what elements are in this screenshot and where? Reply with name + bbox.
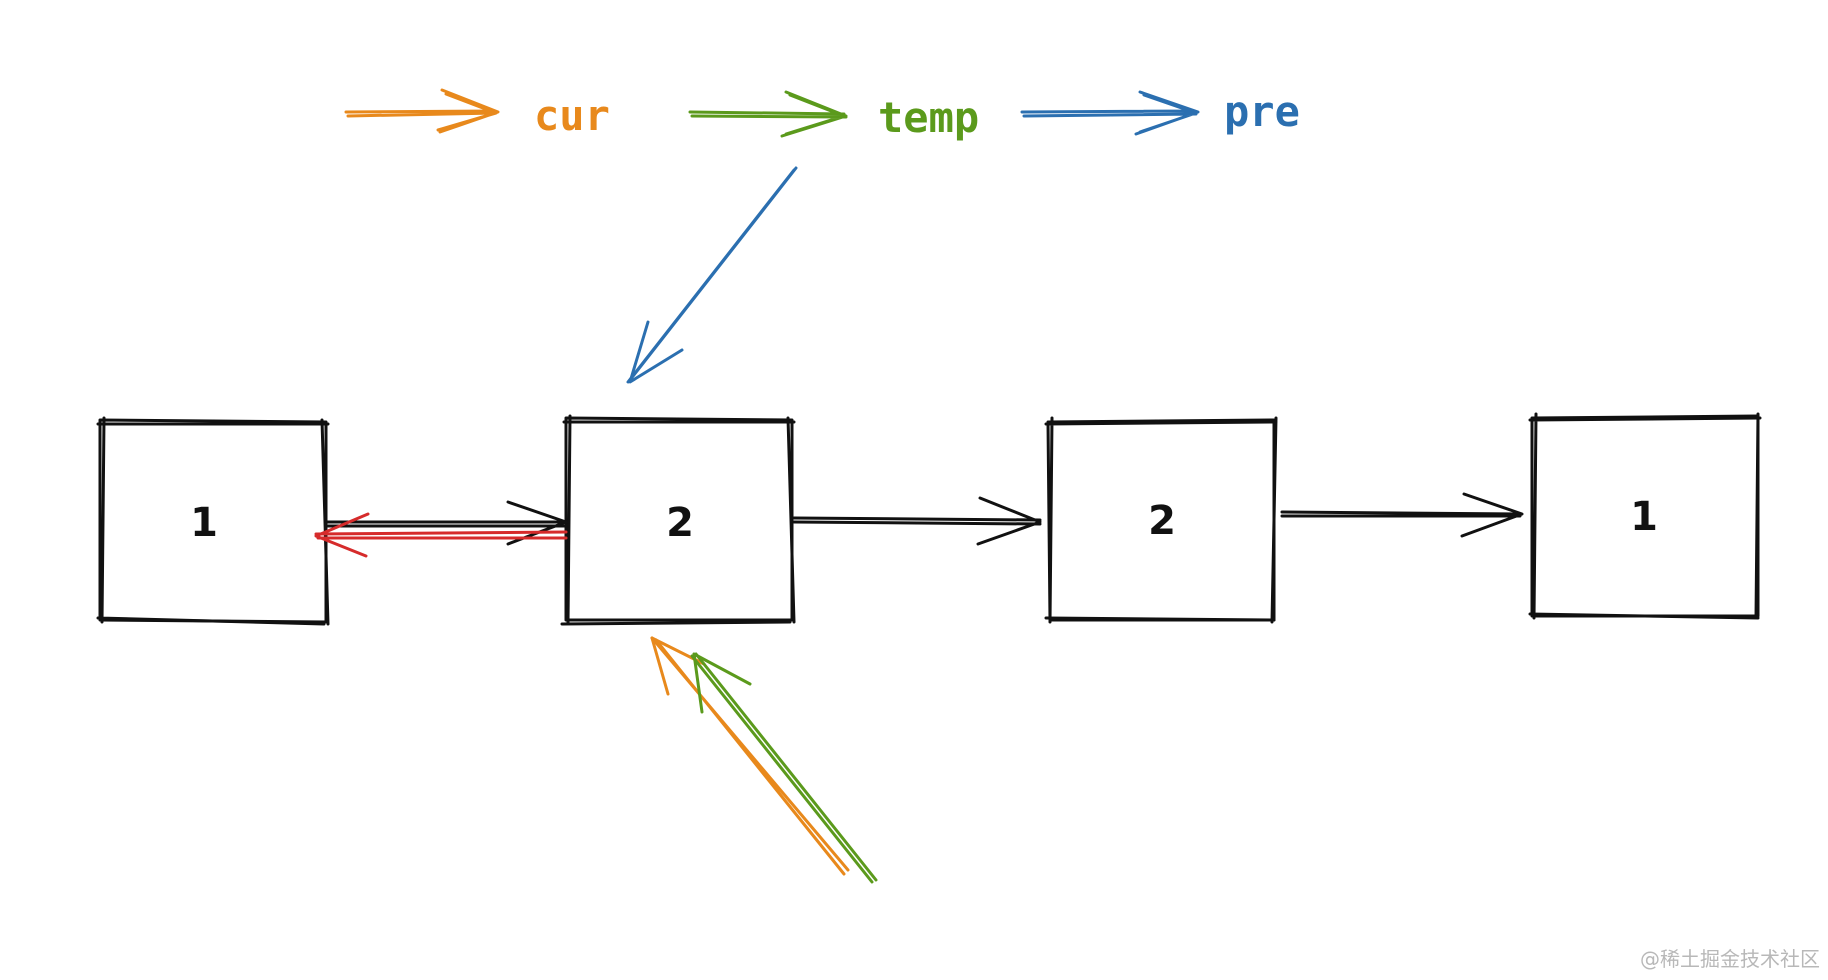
- list-node-3: [1044, 416, 1278, 624]
- legend-temp-arrow: [688, 90, 848, 138]
- cur-pointer-arrow: [650, 636, 850, 876]
- pre-pointer-arrow: [626, 166, 798, 384]
- node-1-value: 1: [190, 500, 218, 546]
- legend-cur-label: cur: [534, 91, 610, 140]
- link-node3-to-node4: [1280, 492, 1524, 538]
- node-2-value: 2: [666, 500, 694, 546]
- legend-cur: cur: [344, 88, 610, 140]
- list-node-4: [1528, 412, 1762, 620]
- list-node-1: [96, 416, 330, 626]
- legend-cur-arrow: [344, 88, 500, 134]
- temp-pointer-arrow: [690, 652, 878, 884]
- legend-temp: temp: [688, 90, 979, 142]
- legend-pre: pre: [1020, 87, 1300, 136]
- node-4-value: 1: [1630, 494, 1658, 540]
- legend-pre-label: pre: [1224, 87, 1300, 136]
- legend-temp-label: temp: [878, 93, 979, 142]
- link-node2-to-node3: [792, 496, 1042, 546]
- watermark-text: @稀土掘金技术社区: [1640, 947, 1820, 971]
- legend-pre-arrow: [1020, 90, 1200, 136]
- list-node-2: [560, 414, 796, 626]
- reversed-link-node2-to-node1: [314, 512, 568, 558]
- node-3-value: 2: [1148, 498, 1176, 544]
